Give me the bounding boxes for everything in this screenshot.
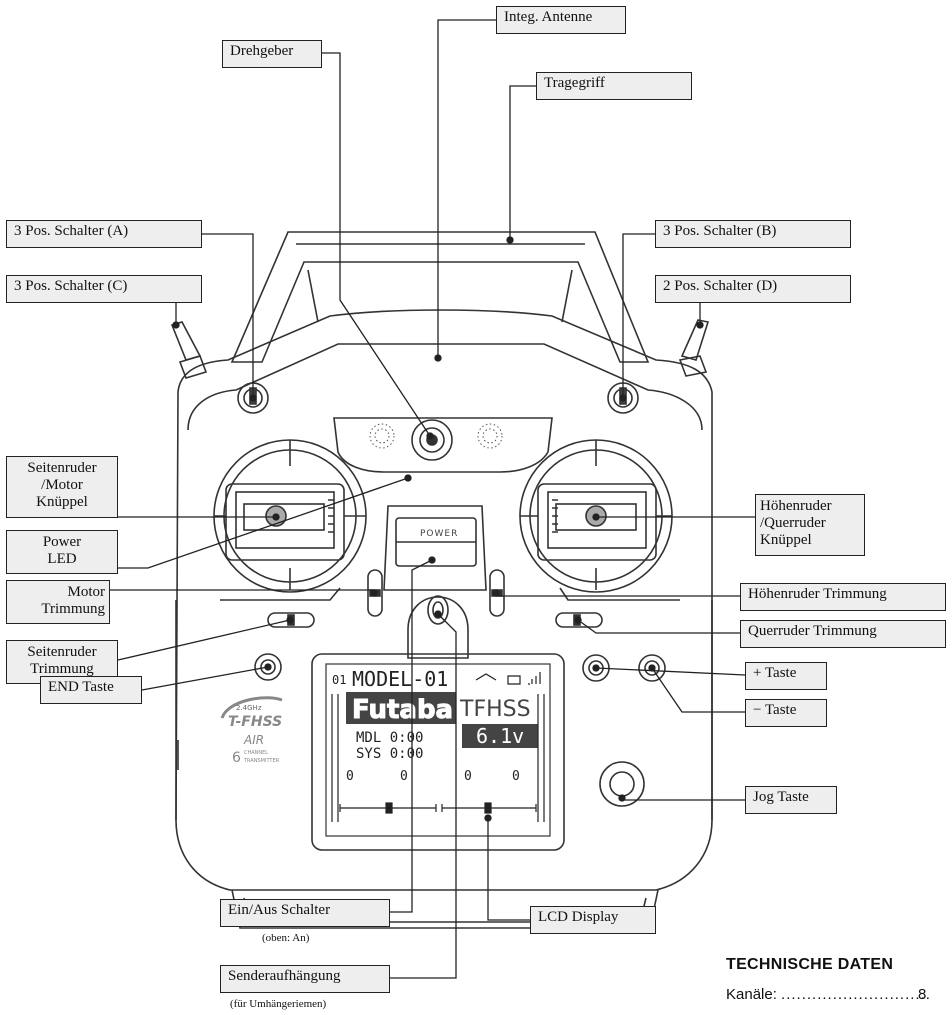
lcd-screen: 01 MODEL-01 Futaba TFHSS 6.1v MDL 0:00 S… — [325, 663, 551, 837]
strap-hanger — [407, 595, 469, 659]
label-seitenruder-motor-knueppel: Seitenruder /Motor Knüppel — [6, 456, 118, 518]
lcd-voltage: 6.1v — [476, 724, 524, 748]
speaker-left — [369, 423, 395, 449]
tech-row-value: 8 — [918, 986, 927, 1003]
lcd-trim-2: 0 — [400, 769, 408, 784]
label-schalter-c: 3 Pos. Schalter (C) — [6, 275, 202, 303]
label-hoehenruder-querruder-knueppel: Höhenruder /Querruder Knüppel — [755, 494, 865, 556]
label-querruder-trimmung: Querruder Trimmung — [740, 620, 946, 648]
battery-icon — [507, 675, 521, 685]
label-line: LED — [47, 551, 77, 567]
label-line: Seitenruder — [27, 460, 97, 476]
logo-channel-text-2: TRANSMITTER — [243, 758, 280, 764]
antenna-icon — [475, 673, 497, 681]
label-schalter-d: 2 Pos. Schalter (D) — [655, 275, 851, 303]
label-schalter-b: 3 Pos. Schalter (B) — [655, 220, 851, 248]
signal-icon — [528, 672, 541, 685]
label-tragegriff: Tragegriff — [536, 72, 692, 100]
lcd-sys: SYS 0:00 — [356, 746, 423, 762]
note-ein-aus: (oben: An) — [262, 932, 310, 944]
label-line: Trimmung — [30, 661, 94, 677]
label-drehgeber: Drehgeber — [222, 40, 322, 68]
lcd-model-num: 01 — [332, 673, 346, 687]
lcd-protocol: TFHSS — [459, 697, 531, 722]
label-minus-taste: − Taste — [745, 699, 827, 727]
label-line: Motor — [67, 584, 106, 600]
handle — [230, 231, 650, 363]
label-line: /Querruder — [760, 515, 826, 531]
logo-channel-text-1: CHANNEL — [244, 750, 268, 756]
center-panel — [333, 417, 553, 473]
tech-row-label: Kanäle: — [726, 986, 777, 1003]
minus-button — [638, 654, 666, 682]
power-button-label: POWER — [420, 529, 458, 539]
transmitter-body — [175, 309, 713, 891]
lcd-trim-3: 0 — [464, 769, 472, 784]
label-line: Seitenruder — [27, 644, 97, 660]
rotary-dial — [411, 419, 453, 461]
speaker-right — [477, 423, 503, 449]
lcd-frame — [311, 653, 565, 851]
label-line: Knüppel — [36, 494, 88, 510]
tech-row-kanaele: Kanäle: ................................… — [726, 986, 930, 1003]
tech-title: TECHNISCHE DATEN — [726, 956, 894, 973]
label-line: Knüppel — [760, 532, 812, 548]
label-ein-aus-schalter: Ein/Aus Schalter — [220, 899, 390, 927]
label-line: Trimmung — [41, 601, 105, 617]
switch-c-lever — [170, 321, 208, 379]
label-line: Höhenruder — [760, 498, 832, 514]
lcd-trim-4: 0 — [512, 769, 520, 784]
label-plus-taste: + Taste — [745, 662, 827, 690]
switch-d-lever — [678, 319, 710, 377]
label-lcd-display: LCD Display — [530, 906, 656, 934]
tech-row-dots: ........................................… — [781, 986, 930, 1003]
power-switch — [383, 505, 487, 591]
label-motor-trimmung: Motor Trimmung — [6, 580, 110, 624]
label-end-taste: END Taste — [40, 676, 142, 704]
note-senderaufhaengung: (für Umhängeriemen) — [230, 998, 327, 1010]
logo-channel-num: 6 — [232, 750, 241, 766]
logo-small-text: 2.4GHz — [236, 704, 262, 712]
label-hoehenruder-trimmung: Höhenruder Trimmung — [740, 583, 946, 611]
label-jog-taste: Jog Taste — [745, 786, 837, 814]
label-senderaufhaengung: Senderaufhängung — [220, 965, 390, 993]
right-stick-gimbal — [519, 439, 673, 593]
label-line: /Motor — [41, 477, 83, 493]
logo-brand-text: T-FHSS — [228, 714, 282, 730]
lcd-mdl: MDL 0:00 — [356, 730, 423, 746]
logo-air-text: AIR — [243, 733, 264, 747]
lcd-model-name: MODEL-01 — [352, 667, 448, 691]
end-button — [254, 653, 282, 681]
label-line: Power — [42, 534, 82, 550]
label-integ-antenne: Integ. Antenne — [496, 6, 626, 34]
label-power-led: Power LED — [6, 530, 118, 574]
lcd-trim-1: 0 — [346, 769, 354, 784]
label-schalter-a: 3 Pos. Schalter (A) — [6, 220, 202, 248]
lcd-brand: Futaba — [352, 695, 453, 725]
left-stick-gimbal — [213, 439, 367, 593]
tfhss-logo: 2.4GHz T-FHSS AIR 6 CHANNEL TRANSMITTER — [220, 696, 283, 766]
